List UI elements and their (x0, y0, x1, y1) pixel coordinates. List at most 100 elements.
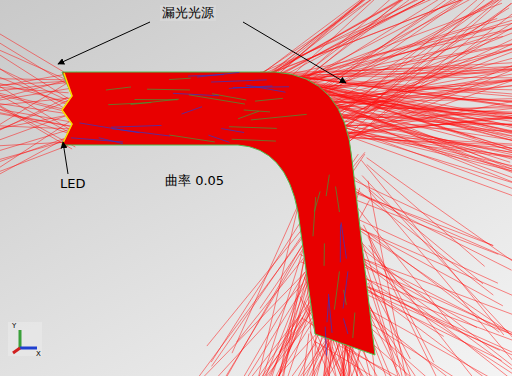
ray (303, 0, 485, 88)
ray (0, 24, 71, 76)
internal-ray (147, 89, 190, 91)
ray (299, 0, 505, 85)
internal-ray (208, 135, 229, 142)
internal-ray (246, 85, 286, 92)
internal-ray (255, 98, 283, 101)
ray (271, 0, 491, 73)
ray (336, 22, 512, 122)
ray (0, 84, 66, 137)
internal-rays (71, 72, 355, 355)
internal-ray (169, 78, 191, 79)
internal-ray (229, 127, 277, 129)
axis-label: Y (12, 322, 16, 330)
ray (0, 97, 68, 141)
ray (278, 0, 504, 75)
ray (0, 34, 72, 87)
ray (339, 127, 512, 203)
internal-ray (212, 94, 246, 100)
ray (344, 108, 512, 134)
ray (0, 60, 73, 113)
internal-ray (211, 80, 267, 82)
ray (166, 342, 317, 376)
ray (330, 115, 512, 160)
ray (347, 138, 512, 149)
ray (368, 237, 448, 376)
ray (291, 19, 497, 81)
ray (342, 130, 512, 182)
internal-ray (343, 271, 348, 308)
internal-ray (71, 138, 123, 142)
ray (367, 165, 485, 267)
internal-ray (189, 95, 245, 104)
internal-ray (341, 222, 346, 258)
leader-line (243, 22, 346, 83)
internal-ray (169, 135, 215, 142)
ray (274, 0, 472, 74)
ray (288, 68, 512, 79)
ray (322, 106, 512, 113)
internal-ray (324, 243, 325, 265)
internal-ray (327, 297, 329, 322)
ray (367, 158, 512, 319)
internal-ray (328, 294, 332, 333)
internal-ray (334, 271, 339, 309)
ray (317, 75, 512, 100)
internal-ray (343, 318, 348, 334)
ray (296, 36, 503, 83)
internal-ray (111, 125, 161, 127)
ray (368, 283, 436, 376)
ray (278, 0, 480, 75)
curvature-label: 曲率 0.05 (163, 173, 226, 189)
ray (278, 0, 471, 75)
led-label: LED (58, 176, 87, 192)
internal-ray (336, 186, 340, 212)
internal-ray (173, 93, 219, 95)
internal-ray (313, 197, 316, 236)
ray (283, 65, 512, 77)
ray (343, 132, 512, 174)
internal-ray (232, 139, 276, 141)
internal-ray (182, 107, 202, 114)
internal-ray (244, 110, 270, 112)
ray (348, 27, 512, 139)
ray (294, 0, 512, 82)
light-guide (62, 72, 375, 355)
ray (0, 68, 70, 106)
ray (338, 125, 512, 205)
ray (249, 237, 307, 376)
internal-ray (221, 129, 244, 133)
ray (338, 124, 512, 165)
ray (362, 176, 512, 374)
led-source (62, 73, 72, 145)
internal-ray (131, 99, 179, 104)
ray (219, 272, 305, 376)
ray (345, 135, 512, 206)
ray (0, 140, 68, 168)
ray (369, 190, 512, 376)
ray (0, 115, 67, 150)
internal-ray (108, 103, 151, 105)
internal-ray (79, 123, 139, 133)
leak-source-label: 漏光光源 (160, 5, 216, 21)
leader-line (58, 22, 150, 64)
internal-ray (340, 224, 341, 262)
ray (0, 142, 70, 148)
axis-label: X (36, 350, 41, 358)
internal-ray (353, 313, 355, 338)
ray (321, 82, 512, 104)
internal-ray (106, 87, 131, 90)
ray (361, 160, 503, 335)
ray (221, 337, 343, 376)
leader-line (63, 142, 68, 174)
ray (209, 343, 329, 376)
ray (164, 286, 322, 376)
ray (306, 90, 512, 104)
ray (330, 114, 512, 131)
internal-ray (325, 327, 326, 356)
internal-ray (188, 75, 224, 76)
internal-ray (251, 114, 307, 120)
ray (243, 251, 316, 376)
ray (0, 98, 71, 108)
